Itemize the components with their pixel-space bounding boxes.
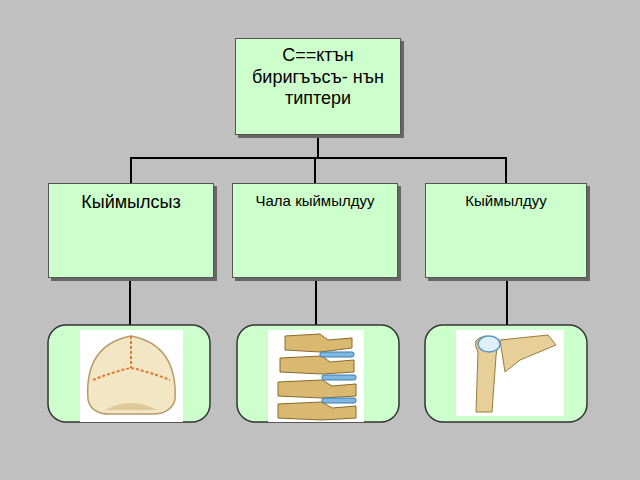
root-box: С==ктън биригъъсъ- нън типтери [235,38,401,135]
node-label: С==ктън биригъъсъ- нън типтери [242,45,394,110]
category-box: Кыймылдуу [425,183,587,278]
node-label: Кыймылсыз [57,192,205,214]
connector [318,135,506,183]
node-label: Кыймылдуу [434,192,578,210]
image-panel [237,325,399,422]
skull-figure [80,330,183,422]
image-panel [48,325,210,422]
category-box: Чала кыймылдуу [232,183,398,278]
image-panel [425,325,587,422]
leader-line [506,278,508,325]
spine-figure [268,330,364,422]
shoulder-figure [456,330,564,416]
node-label: Чала кыймылдуу [241,192,389,210]
leader-line [315,278,317,325]
category-box: Кыймылсыз [48,183,214,278]
connector [131,135,318,183]
leader-line [129,278,131,325]
